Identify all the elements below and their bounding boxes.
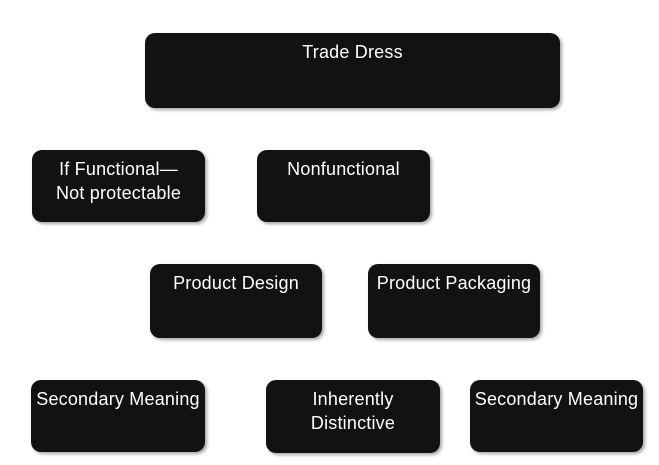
node-secondary-meaning-left: Secondary Meaning bbox=[31, 380, 205, 452]
node-nonfunctional: Nonfunctional bbox=[257, 150, 430, 222]
node-product-packaging: Product Packaging bbox=[368, 264, 540, 338]
node-if-functional-not-protectable: If Functional— Not protectable bbox=[32, 150, 205, 222]
node-trade-dress: Trade Dress bbox=[145, 33, 560, 108]
node-product-design: Product Design bbox=[150, 264, 322, 338]
node-inherently-distinctive: Inherently Distinctive bbox=[266, 380, 440, 453]
node-secondary-meaning-right: Secondary Meaning bbox=[470, 380, 643, 452]
